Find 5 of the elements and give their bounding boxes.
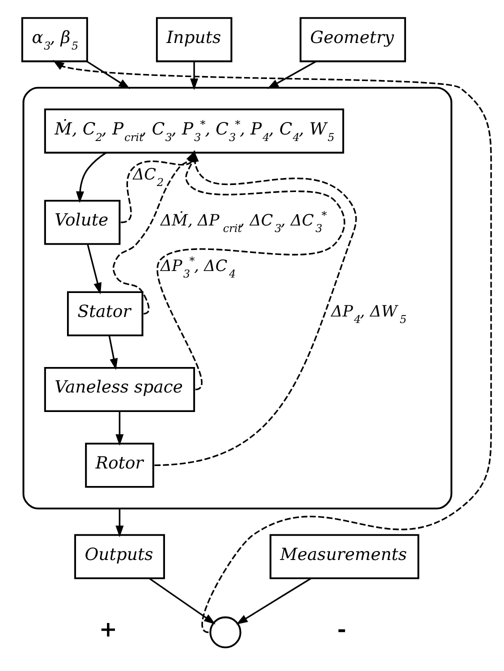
edge-label: ΔC$_{2}$	[132, 165, 164, 189]
label: +	[98, 616, 117, 642]
edge-label: ΔP$_{3}$$^{*}$, ΔC$_{4}$	[160, 254, 236, 280]
label: -	[336, 616, 346, 642]
edge-label: ΔP$_{4}$, ΔW$_{5}$	[330, 302, 406, 326]
